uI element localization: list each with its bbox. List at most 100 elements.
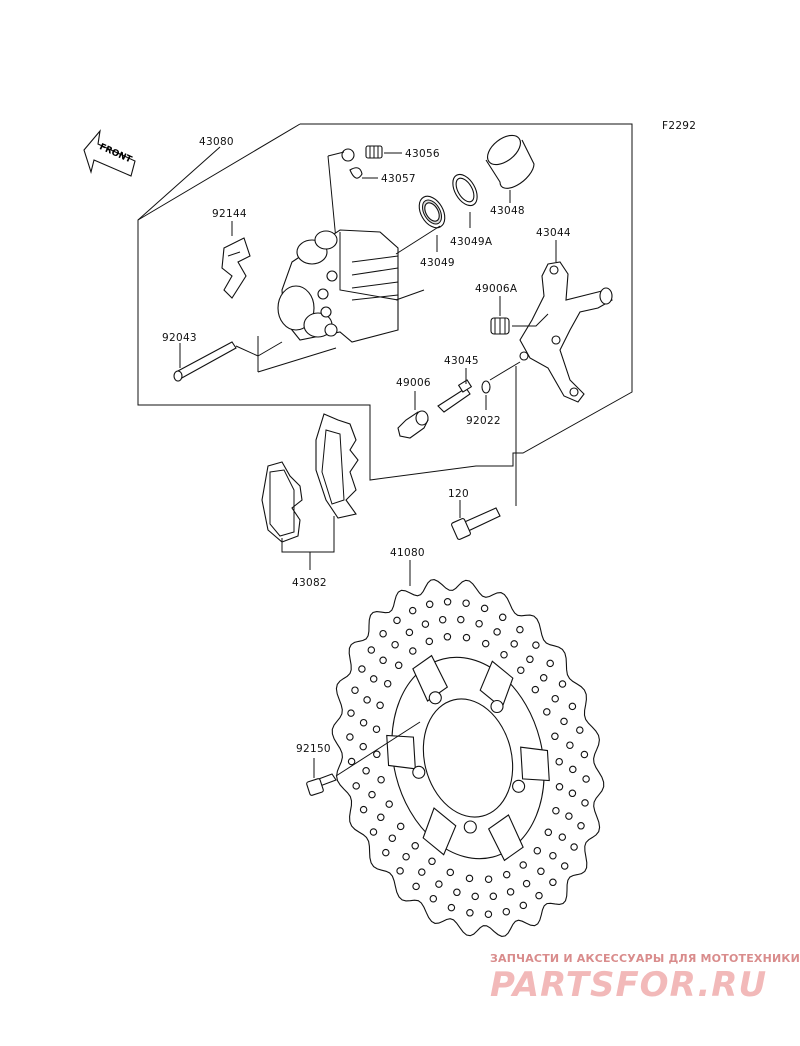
disc-vent-hole bbox=[560, 717, 568, 726]
disc-vent-hole bbox=[506, 888, 515, 896]
disc-vent-hole bbox=[500, 650, 508, 659]
disc-vent-hole bbox=[551, 732, 559, 741]
disc-vent-hole bbox=[393, 616, 401, 625]
disc-vent-hole bbox=[568, 702, 577, 711]
disc-bolt-hole bbox=[490, 699, 504, 714]
disc-vent-hole bbox=[359, 805, 368, 814]
disc-vent-hole bbox=[543, 708, 551, 716]
disc-vent-hole bbox=[577, 822, 585, 830]
disc-vent-hole bbox=[435, 880, 443, 888]
disc-vent-hole bbox=[411, 842, 419, 850]
disc-vent-hole bbox=[532, 641, 540, 649]
caliper-body bbox=[277, 229, 399, 343]
disc-vent-hole bbox=[369, 828, 378, 836]
disc-vent-hole bbox=[377, 813, 385, 822]
label-43048: 43048 bbox=[490, 205, 525, 217]
brake-disc bbox=[331, 579, 605, 937]
leader-bleeder bbox=[327, 155, 337, 241]
disc-vent-hole bbox=[480, 604, 489, 613]
label-92144: 92144 bbox=[212, 208, 247, 220]
label-92043: 92043 bbox=[162, 332, 197, 344]
label-92022: 92022 bbox=[466, 415, 501, 427]
label-43080: 43080 bbox=[199, 136, 234, 148]
disc-vent-hole bbox=[388, 834, 397, 842]
front-arrow-icon: FRONT bbox=[83, 129, 136, 177]
disc-vent-hole bbox=[510, 640, 518, 648]
label-43049A: 43049A bbox=[450, 236, 493, 248]
bleeder-cap bbox=[341, 148, 363, 179]
pad-pin bbox=[173, 341, 237, 382]
watermark-logo: PARTSFOR.RU bbox=[490, 965, 767, 1005]
disc-vent-hole bbox=[385, 800, 393, 808]
label-92150: 92150 bbox=[296, 743, 331, 755]
disc-hub-bore bbox=[422, 698, 514, 818]
disc-vent-hole bbox=[372, 725, 381, 733]
disc-vent-hole bbox=[555, 783, 564, 791]
watermark-tagline: ЗАПЧАСТИ И АКСЕССУАРЫ ДЛЯ МОТОТЕХНИКИ bbox=[490, 952, 800, 965]
circlip bbox=[481, 380, 491, 394]
disc-vent-hole bbox=[438, 615, 447, 624]
disc-bolt bbox=[306, 773, 337, 796]
disc-vent-hole bbox=[502, 870, 511, 879]
bolt-boot bbox=[397, 410, 429, 439]
disc-vent-hole bbox=[373, 750, 381, 759]
disc-vent-hole bbox=[362, 767, 370, 775]
disc-vent-hole bbox=[552, 806, 560, 815]
label-49006A: 49006A bbox=[475, 283, 518, 295]
mounting-bolt bbox=[451, 507, 501, 540]
disc-vent-hole bbox=[471, 892, 479, 901]
label-120: 120 bbox=[448, 488, 469, 500]
disc-vent-hole bbox=[379, 629, 387, 638]
disc-vent-hole bbox=[570, 843, 578, 851]
disc-vent-hole bbox=[369, 675, 378, 683]
piston bbox=[485, 134, 535, 189]
disc-vent-hole bbox=[394, 661, 403, 670]
disc-vent-hole bbox=[443, 633, 452, 641]
disc-vent-hole bbox=[535, 891, 543, 900]
disc-vent-hole bbox=[566, 741, 574, 749]
disc-bolt-hole bbox=[512, 779, 526, 793]
label-43057: 43057 bbox=[381, 173, 416, 185]
brake-pad-front bbox=[261, 461, 303, 543]
label-43056: 43056 bbox=[405, 148, 440, 160]
disc-vent-hole bbox=[576, 726, 584, 734]
disc-vent-hole bbox=[462, 633, 471, 642]
dust-seal bbox=[452, 173, 478, 207]
pin-boot bbox=[490, 317, 510, 335]
disc-vent-hole bbox=[428, 857, 436, 866]
disc-vent-hole bbox=[549, 878, 557, 887]
disc-spoke-window bbox=[422, 807, 457, 856]
disc-vent-hole bbox=[462, 599, 470, 607]
disc-vent-hole bbox=[517, 666, 525, 674]
disc-vent-hole bbox=[484, 875, 493, 883]
disc-vent-hole bbox=[377, 775, 385, 784]
disc-spoke-window bbox=[412, 654, 449, 702]
piston-seal bbox=[418, 195, 446, 229]
disc-vent-hole bbox=[409, 647, 417, 655]
disc-vent-hole bbox=[429, 894, 438, 903]
disc-vent-hole bbox=[558, 680, 567, 688]
leader-caliper-seal bbox=[395, 225, 441, 255]
disc-vent-hole bbox=[412, 882, 420, 891]
disc-vent-hole bbox=[425, 600, 434, 609]
label-43045: 43045 bbox=[444, 355, 479, 367]
disc-vent-hole bbox=[367, 646, 376, 654]
pad-spring bbox=[221, 237, 251, 299]
disc-vent-hole bbox=[565, 812, 573, 820]
disc-vent-hole bbox=[351, 686, 359, 694]
disc-vent-hole bbox=[484, 910, 493, 918]
disc-vent-hole bbox=[376, 701, 384, 710]
disc-vent-hole bbox=[533, 846, 542, 855]
disc-vent-hole bbox=[347, 757, 356, 766]
disc-vent-hole bbox=[346, 733, 354, 741]
disc-vent-hole bbox=[526, 655, 534, 664]
disc-vent-hole bbox=[391, 640, 399, 649]
disc-vent-hole bbox=[537, 867, 545, 876]
disc-vent-hole bbox=[568, 789, 577, 798]
label-49006: 49006 bbox=[396, 377, 431, 389]
disc-vent-hole bbox=[382, 848, 390, 857]
disc-vent-hole bbox=[581, 799, 589, 807]
disc-vent-hole bbox=[383, 679, 392, 688]
leader-43080 bbox=[137, 146, 221, 221]
disc-vent-hole bbox=[347, 709, 355, 717]
